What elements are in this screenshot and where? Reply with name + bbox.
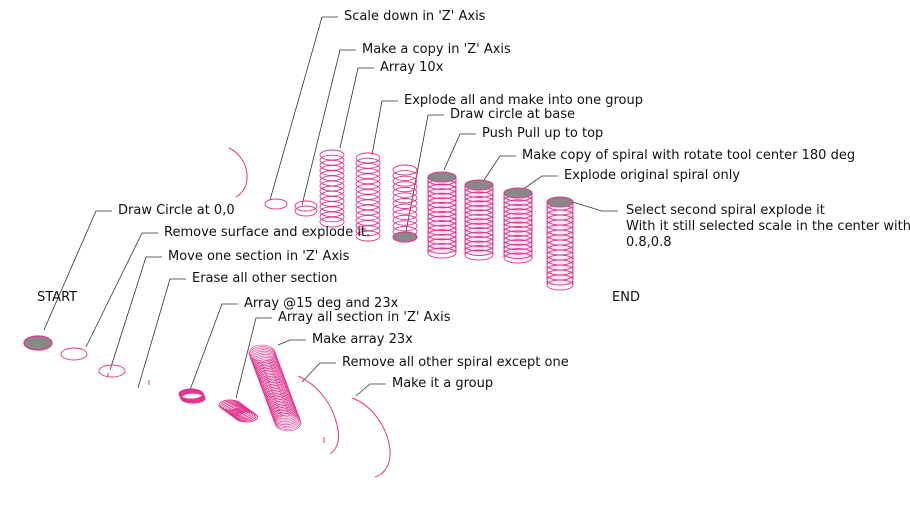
base-circle [392, 231, 418, 243]
label-array-sections: Array all section in 'Z' Axis [278, 310, 451, 325]
leader-remove-surface [85, 232, 158, 348]
copied-ring [294, 200, 318, 212]
single-spiral-arc [297, 375, 339, 455]
coil-with-base-ring [392, 164, 418, 176]
label-remove-spirals: Remove all other spiral except one [342, 355, 569, 370]
label-select-second-line1: Select second spiral explode it [626, 203, 825, 218]
label-explode-original: Explode original spiral only [564, 168, 741, 183]
leader-lines [43, 16, 618, 399]
array-section-ring [235, 411, 258, 423]
shapes-group [23, 147, 574, 478]
outline-circle [60, 347, 88, 361]
leader-circle-base [405, 114, 444, 233]
coil-with-base-ring [392, 170, 418, 182]
coil-with-base-ring [392, 198, 418, 209]
cylinder-final-cap [546, 196, 574, 208]
leader-array-15deg [189, 303, 238, 391]
leader-move-section [109, 256, 162, 371]
coil-with-base-ring [392, 209, 418, 221]
grouped-spiral-arc [351, 397, 391, 478]
coil-exploded-group-ring [355, 225, 381, 237]
coil-with-base-ring [392, 220, 418, 232]
label-move-section: Move one section in 'Z' Axis [168, 249, 350, 264]
section-circle [98, 364, 126, 378]
coil-array-10x-ring [319, 216, 345, 228]
label-array-23x: Make array 23x [312, 332, 413, 347]
label-remove-surface: Remove surface and explode it. [164, 225, 371, 240]
start-label: START [37, 290, 78, 305]
leader-erase-sections [137, 278, 186, 389]
label-circle-base: Draw circle at base [450, 107, 575, 122]
label-erase-sections: Erase all other section [192, 271, 338, 286]
label-select-second-line3: 0.8,0.8 [626, 235, 672, 250]
label-array-15deg: Array @15 deg and 23x [244, 296, 399, 311]
coil-exploded-group-ring [355, 230, 381, 242]
label-copy-spiral: Make copy of spiral with rotate tool cen… [522, 148, 856, 163]
leader-push-pull [443, 133, 476, 171]
scaled-ring [264, 198, 288, 210]
cylinder-rotated-copy-cap [464, 179, 494, 191]
coil-with-base-ring [392, 181, 418, 193]
leader-scale-down-z [269, 16, 338, 201]
coil-array-10x-ring [319, 211, 345, 223]
end-label: END [612, 290, 640, 305]
coil-with-base-ring [392, 203, 418, 215]
array-23x-ring [274, 414, 302, 432]
filled-start-circle [23, 335, 53, 351]
cylinder-exploded-original-cap [503, 187, 533, 199]
label-select-second-line2: With it still selected scale in the cent… [626, 219, 910, 234]
spiral-arc-single [228, 147, 248, 198]
label-copy-z: Make a copy in 'Z' Axis [362, 42, 511, 57]
leader-make-group [355, 383, 386, 397]
label-array-10x: Array 10x [380, 60, 444, 75]
leader-array-sections [235, 317, 272, 399]
coil-with-base-ring [392, 214, 418, 226]
leader-copy-spiral [483, 155, 516, 181]
array-15deg-ring [180, 392, 206, 404]
array-section-ring [233, 410, 257, 422]
leader-select-second [565, 199, 618, 212]
leader-draw-circle [43, 210, 112, 331]
leader-array-23x [277, 339, 306, 346]
leader-remove-spirals [301, 362, 336, 383]
coil-with-base-ring [392, 186, 418, 198]
label-make-group: Make it a group [392, 376, 494, 391]
label-scale-down-z: Scale down in 'Z' Axis [344, 9, 486, 24]
label-explode-group: Explode all and make into one group [404, 93, 643, 108]
coil-with-base-ring [392, 175, 418, 187]
label-select-second: Select second spiral explode it With it … [626, 203, 910, 251]
coil-with-base-ring [392, 192, 418, 204]
leader-array-10x [339, 67, 374, 149]
array-section-ring [232, 409, 255, 421]
leader-explode-original [521, 175, 558, 191]
label-draw-circle: Draw Circle at 0,0 [118, 203, 235, 218]
label-push-pull: Push Pull up to top [482, 126, 604, 141]
cylinder-push-pull-cap [427, 171, 457, 183]
leader-copy-z [301, 49, 356, 206]
array-section-ring [230, 408, 254, 420]
copied-ring [294, 205, 318, 217]
array-23x-ring [274, 413, 301, 430]
leader-explode-group [371, 100, 398, 156]
